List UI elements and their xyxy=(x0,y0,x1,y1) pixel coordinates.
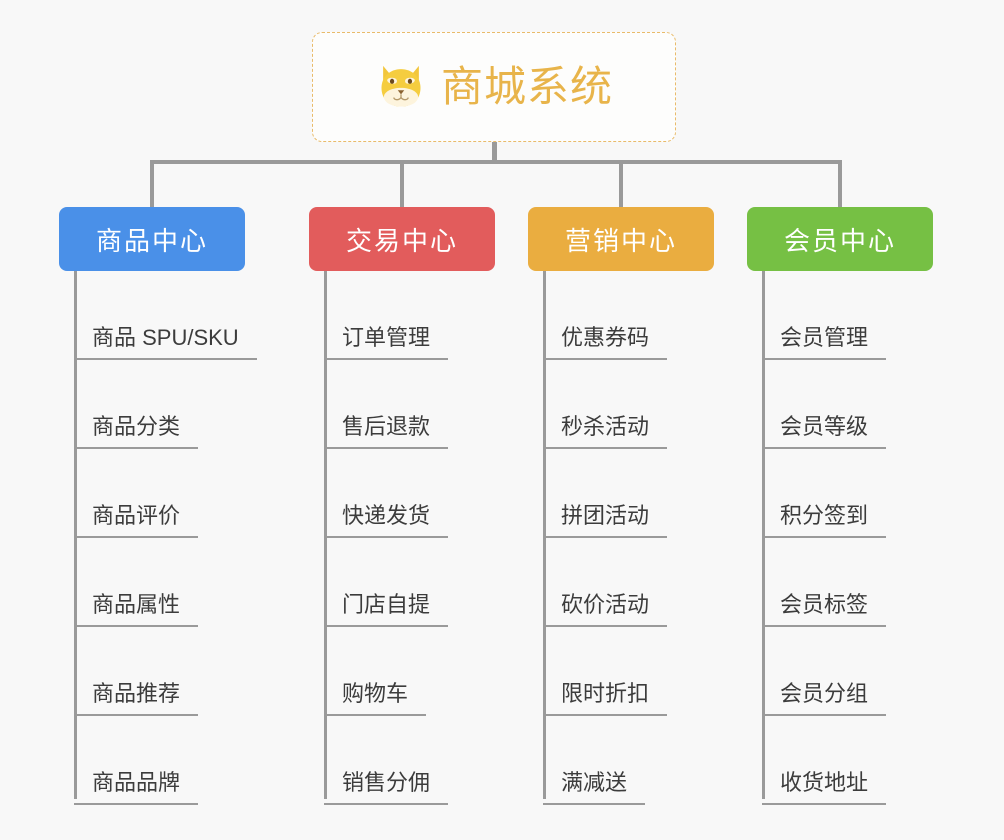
leaf-label: 会员管理 xyxy=(762,327,887,360)
shiba-dog-face-icon xyxy=(381,65,421,107)
leaf-label: 快递发货 xyxy=(324,505,449,538)
category-header-trade-center[interactable]: 交易中心 xyxy=(309,207,495,271)
category-title: 会员中心 xyxy=(783,225,896,256)
column-marketing-center: 营销中心 优惠券码 秒杀活动 拼团活动 砍价活动 限时折扣 满减送 xyxy=(528,207,714,805)
leaf-label: 满减送 xyxy=(543,772,646,805)
list-item[interactable]: 商品评价 xyxy=(59,449,245,538)
connector-drop-1 xyxy=(150,160,154,209)
column-trunk-line xyxy=(324,271,327,799)
list-item[interactable]: 优惠券码 xyxy=(528,271,714,360)
list-item[interactable]: 秒杀活动 xyxy=(528,360,714,449)
connector-drop-2 xyxy=(400,160,404,209)
root-node[interactable]: 商城系统 xyxy=(312,32,676,142)
list-item[interactable]: 砍价活动 xyxy=(528,538,714,627)
list-item[interactable]: 商品 SPU/SKU xyxy=(59,271,257,360)
column-trunk-line xyxy=(74,271,77,799)
leaf-label: 秒杀活动 xyxy=(543,416,668,449)
leaf-label: 商品分类 xyxy=(74,416,199,449)
list-item[interactable]: 快递发货 xyxy=(309,449,495,538)
category-title: 商品中心 xyxy=(95,225,208,256)
list-item[interactable]: 门店自提 xyxy=(309,538,495,627)
leaf-list: 会员管理 会员等级 积分签到 会员标签 会员分组 收货地址 xyxy=(747,271,933,805)
list-item[interactable]: 商品品牌 xyxy=(59,716,245,805)
leaf-label: 会员分组 xyxy=(762,683,887,716)
leaf-label: 售后退款 xyxy=(324,416,449,449)
list-item[interactable]: 售后退款 xyxy=(309,360,495,449)
list-item[interactable]: 会员分组 xyxy=(747,627,933,716)
category-title: 营销中心 xyxy=(564,225,677,256)
leaf-label: 积分签到 xyxy=(762,505,887,538)
list-item[interactable]: 积分签到 xyxy=(747,449,933,538)
root-title: 商城系统 xyxy=(440,63,613,110)
leaf-label: 拼团活动 xyxy=(543,505,668,538)
list-item[interactable]: 收货地址 xyxy=(747,716,933,805)
leaf-list: 商品 SPU/SKU 商品分类 商品评价 商品属性 商品推荐 商品品牌 xyxy=(59,271,257,805)
list-item[interactable]: 订单管理 xyxy=(309,271,495,360)
list-item[interactable]: 商品属性 xyxy=(59,538,245,627)
list-item[interactable]: 购物车 xyxy=(309,627,495,716)
leaf-label: 商品评价 xyxy=(74,505,199,538)
list-item[interactable]: 会员标签 xyxy=(747,538,933,627)
list-item[interactable]: 销售分佣 xyxy=(309,716,495,805)
leaf-label: 商品 SPU/SKU xyxy=(74,327,257,360)
list-item[interactable]: 限时折扣 xyxy=(528,627,714,716)
leaf-label: 订单管理 xyxy=(324,327,449,360)
leaf-label: 销售分佣 xyxy=(324,772,449,805)
leaf-label: 砍价活动 xyxy=(543,594,668,627)
category-header-product-center[interactable]: 商品中心 xyxy=(59,207,245,271)
leaf-label: 商品属性 xyxy=(74,594,199,627)
column-trade-center: 交易中心 订单管理 售后退款 快递发货 门店自提 购物车 销售分佣 xyxy=(309,207,495,805)
leaf-label: 会员标签 xyxy=(762,594,887,627)
leaf-list: 订单管理 售后退款 快递发货 门店自提 购物车 销售分佣 xyxy=(309,271,495,805)
leaf-label: 会员等级 xyxy=(762,416,887,449)
leaf-label: 商品品牌 xyxy=(74,772,199,805)
leaf-label: 收货地址 xyxy=(762,772,887,805)
leaf-label: 优惠券码 xyxy=(543,327,668,360)
column-trunk-line xyxy=(543,271,546,799)
list-item[interactable]: 满减送 xyxy=(528,716,714,805)
leaf-label: 商品推荐 xyxy=(74,683,199,716)
connector-horizontal-bus xyxy=(150,160,842,164)
category-header-member-center[interactable]: 会员中心 xyxy=(747,207,933,271)
connector-root-stem xyxy=(492,142,497,164)
connector-drop-4 xyxy=(838,160,842,209)
list-item[interactable]: 会员等级 xyxy=(747,360,933,449)
list-item[interactable]: 商品推荐 xyxy=(59,627,245,716)
leaf-label: 门店自提 xyxy=(324,594,449,627)
category-title: 交易中心 xyxy=(345,225,458,256)
list-item[interactable]: 商品分类 xyxy=(59,360,245,449)
column-trunk-line xyxy=(762,271,765,799)
list-item[interactable]: 拼团活动 xyxy=(528,449,714,538)
list-item[interactable]: 会员管理 xyxy=(747,271,933,360)
connector-drop-3 xyxy=(619,160,623,209)
column-product-center: 商品中心 商品 SPU/SKU 商品分类 商品评价 商品属性 商品推荐 商品品牌 xyxy=(59,207,257,805)
leaf-label: 限时折扣 xyxy=(543,683,668,716)
category-header-marketing-center[interactable]: 营销中心 xyxy=(528,207,714,271)
leaf-list: 优惠券码 秒杀活动 拼团活动 砍价活动 限时折扣 满减送 xyxy=(528,271,714,805)
leaf-label: 购物车 xyxy=(324,683,427,716)
column-member-center: 会员中心 会员管理 会员等级 积分签到 会员标签 会员分组 收货地址 xyxy=(747,207,933,805)
